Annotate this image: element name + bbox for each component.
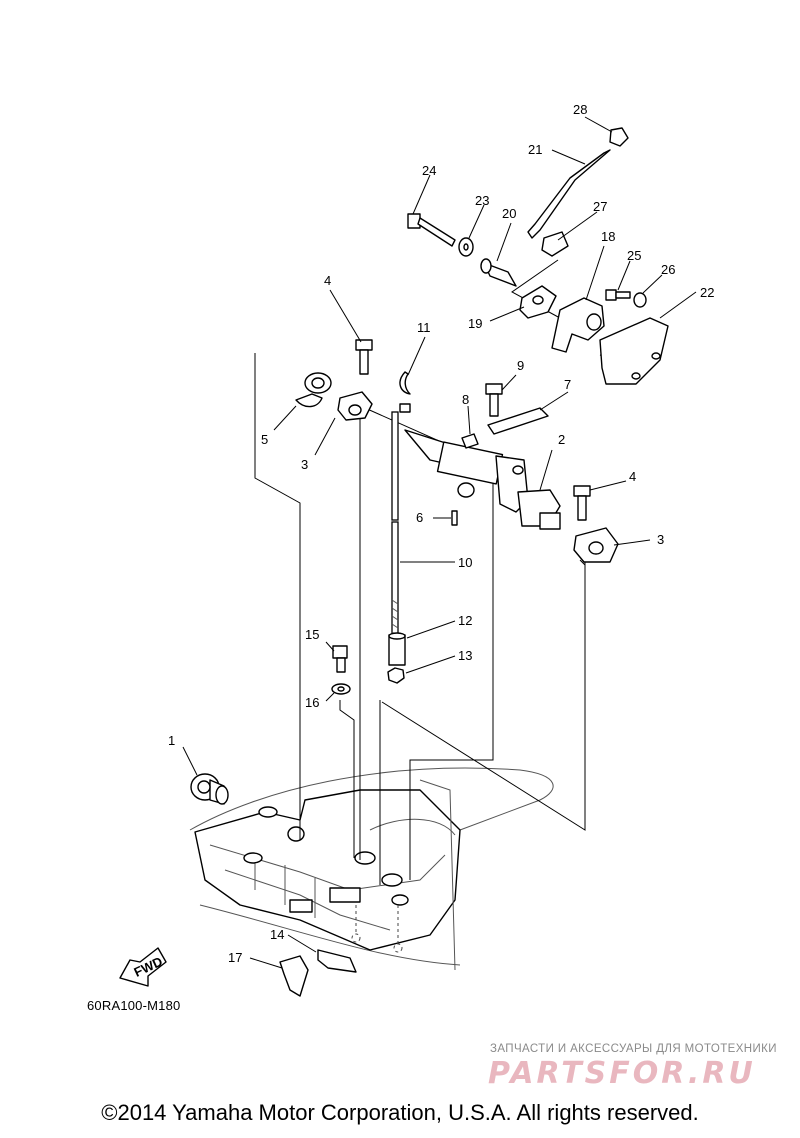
callout-17: 17 (228, 950, 242, 965)
callout-14: 14 (270, 927, 284, 942)
part-25-bolt (605, 289, 631, 301)
callout-5: 5 (261, 432, 268, 447)
callout-4-right: 4 (629, 469, 636, 484)
callout-16: 16 (305, 695, 319, 710)
exploded-parts-diagram: FWD (119, 102, 714, 997)
part-18-bracket (551, 297, 605, 353)
part-21-link-rod (527, 149, 611, 239)
watermark-caption: ЗАПЧАСТИ И АКСЕССУАРЫ ДЛЯ МОТОТЕХНИКИ (490, 1043, 777, 1055)
callout-27: 27 (593, 199, 607, 214)
part-6-pin (451, 510, 458, 526)
part-26-washer (633, 292, 647, 308)
part-13-nut (387, 667, 405, 684)
part-22-plate (599, 317, 669, 385)
callout-21: 21 (528, 142, 542, 157)
callout-8: 8 (462, 392, 469, 407)
part-24-bolt (407, 213, 456, 247)
hidden-lines (351, 905, 403, 953)
part-20-collar (480, 258, 517, 287)
part-19-lever (519, 285, 557, 319)
callout-13: 13 (458, 648, 472, 663)
part-28-nut (609, 127, 629, 147)
part-16-washer (331, 683, 351, 695)
part-23-washer (458, 237, 474, 257)
part-8-nut (461, 433, 479, 449)
callout-numbers: 1 2 3 3 4 4 5 6 7 8 9 10 11 12 13 14 15 … (168, 102, 714, 965)
part-3-bracket-left (337, 391, 373, 421)
callout-4-left: 4 (324, 273, 331, 288)
part-2-shift-arm (404, 429, 561, 530)
callout-10: 10 (458, 555, 472, 570)
callout-20: 20 (502, 206, 516, 221)
part-12-rod-joint (388, 632, 406, 666)
callout-15: 15 (305, 627, 319, 642)
callout-12: 12 (458, 613, 472, 628)
callout-6: 6 (416, 510, 423, 525)
part-11-clip-and-rod (391, 371, 411, 521)
callout-7: 7 (564, 377, 571, 392)
part-7-plate (487, 407, 549, 435)
leader-lines (182, 116, 697, 969)
callout-3-right: 3 (657, 532, 664, 547)
callout-2: 2 (558, 432, 565, 447)
callout-24: 24 (422, 163, 436, 178)
part-9-bolt (485, 383, 503, 417)
callout-18: 18 (601, 229, 615, 244)
lower-casing (189, 767, 554, 971)
callout-19: 19 (468, 316, 482, 331)
part-17-holder (279, 955, 309, 997)
part-14-clip (317, 949, 357, 973)
part-15-bolt (332, 645, 348, 673)
part-1-grommet (190, 773, 229, 805)
callout-23: 23 (475, 193, 489, 208)
part-5-collar (295, 372, 332, 408)
callout-1: 1 (168, 733, 175, 748)
callout-26: 26 (661, 262, 675, 277)
copyright-notice: ©2014 Yamaha Motor Corporation, U.S.A. A… (101, 1100, 699, 1125)
callout-28: 28 (573, 102, 587, 117)
part-4-bolt-right (573, 485, 591, 521)
assembly-guide-lines (254, 259, 621, 885)
fwd-direction-badge: FWD (119, 947, 167, 987)
diagram-code: 60RA100-M180 (87, 998, 181, 1013)
callout-3-left: 3 (301, 457, 308, 472)
watermark-logo: PARTSFOR.RU (488, 1056, 756, 1091)
callout-22: 22 (700, 285, 714, 300)
part-4-bolt-left (355, 339, 373, 375)
callout-25: 25 (627, 248, 641, 263)
callout-11: 11 (417, 320, 431, 335)
part-3-bracket-right (573, 527, 619, 563)
callout-9: 9 (517, 358, 524, 373)
